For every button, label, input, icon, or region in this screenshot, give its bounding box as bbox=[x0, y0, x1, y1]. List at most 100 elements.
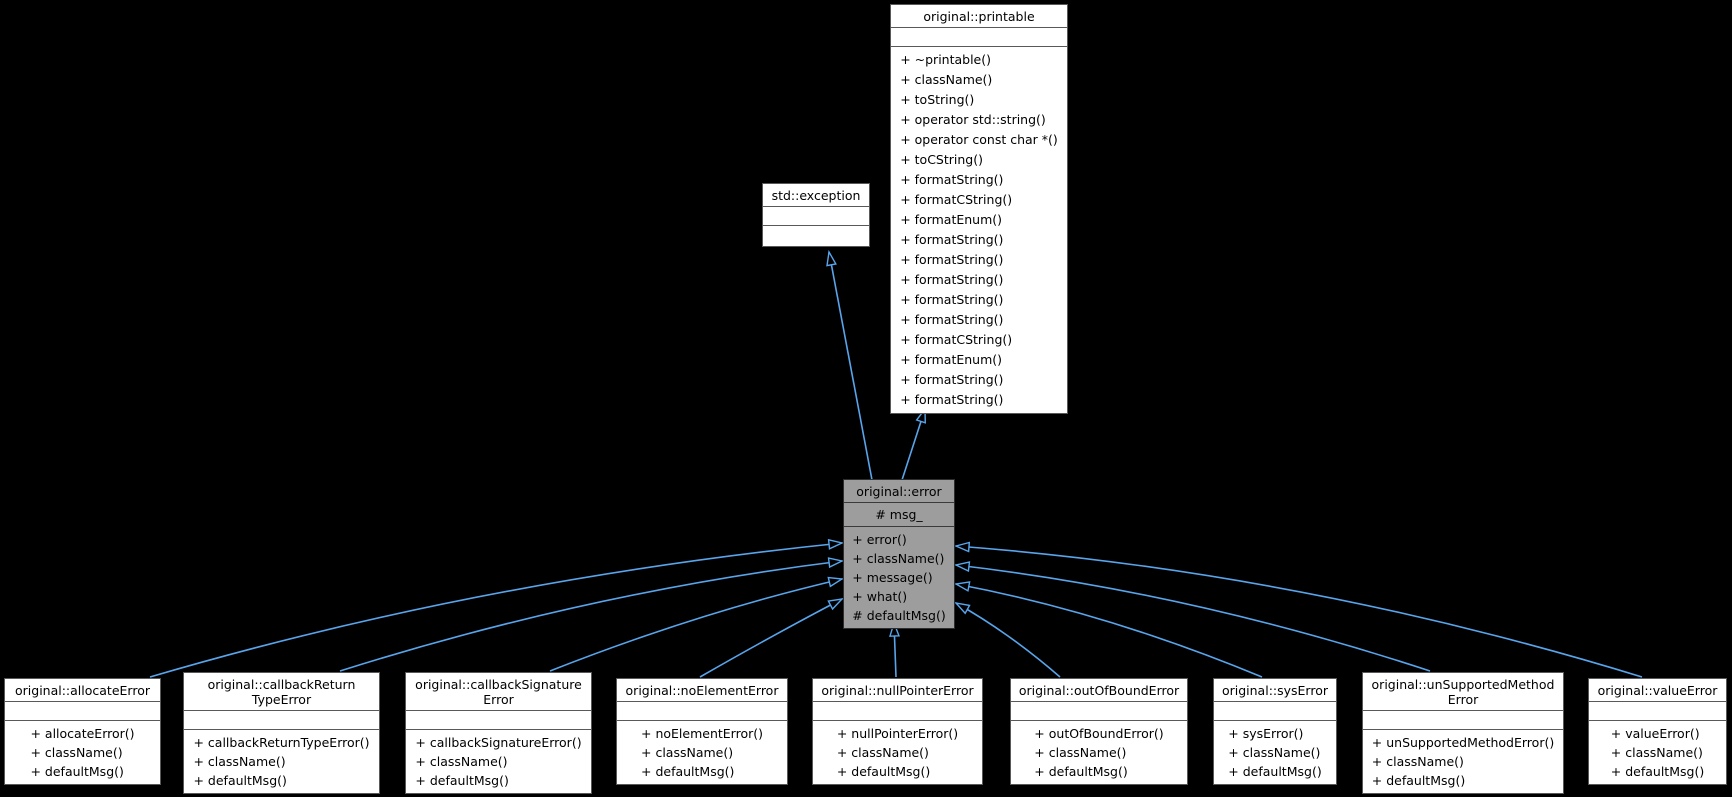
class-title: std::exception bbox=[763, 184, 869, 207]
class-methods: + error() + className() + message() + what(… bbox=[844, 527, 954, 628]
method-row: + defaultMsg() bbox=[1228, 764, 1322, 779]
method-row: + error() bbox=[852, 532, 907, 547]
class-box-out-of-bound-error[interactable]: original::outOfBoundError + outOfBoundEr… bbox=[1010, 678, 1188, 785]
class-attributes-empty bbox=[184, 711, 379, 730]
method-row: + nullPointerError() bbox=[836, 726, 959, 741]
edge-out-of-bound-error-to-error bbox=[954, 601, 1061, 678]
class-attributes-empty bbox=[1589, 702, 1726, 721]
edge-no-element-error-to-error bbox=[699, 598, 844, 678]
class-box-sys-error[interactable]: original::sysError + sysError()+ classNa… bbox=[1213, 678, 1337, 785]
class-title: original::callbackReturn TypeError bbox=[184, 673, 379, 711]
class-box-value-error[interactable]: original::valueError + valueError()+ cla… bbox=[1588, 678, 1727, 785]
class-methods: + nullPointerError()+ className()+ defau… bbox=[813, 721, 982, 784]
edge-sys-error-to-error bbox=[953, 581, 1263, 678]
class-box-callback-return-type-error[interactable]: original::callbackReturn TypeError + cal… bbox=[183, 672, 380, 794]
method-row: + className() bbox=[193, 754, 286, 769]
method-row: + formatString() bbox=[900, 172, 1004, 187]
method-row: + sysError() bbox=[1228, 726, 1304, 741]
class-box-std-exception[interactable]: std::exception bbox=[762, 183, 870, 247]
edge-allocate-error-to-error bbox=[149, 538, 845, 678]
method-row: + formatEnum() bbox=[900, 352, 1003, 367]
class-title: original::callbackSignature Error bbox=[406, 673, 591, 711]
method-row: + unSupportedMethodError() bbox=[1371, 735, 1555, 750]
method-row: + className() bbox=[900, 72, 993, 87]
edge-error-to-printable bbox=[901, 406, 926, 481]
method-row: + formatCString() bbox=[900, 192, 1013, 207]
edge-unsupported-method-error-to-error bbox=[953, 561, 1431, 672]
class-title: original::printable bbox=[891, 5, 1067, 28]
method-row: + toString() bbox=[900, 92, 975, 107]
method-row: + className() bbox=[1610, 745, 1703, 760]
method-row: + valueError() bbox=[1610, 726, 1700, 741]
method-row: + className() bbox=[852, 551, 945, 566]
class-attributes-empty bbox=[813, 702, 982, 721]
method-row: + defaultMsg() bbox=[641, 764, 735, 779]
method-row: + what() bbox=[852, 589, 908, 604]
method-row: + formatString() bbox=[900, 312, 1004, 327]
class-box-printable[interactable]: original::printable + ~printable()+ clas… bbox=[890, 4, 1068, 414]
class-attributes-empty bbox=[617, 702, 787, 721]
method-row: + allocateError() bbox=[30, 726, 135, 741]
method-row: + noElementError() bbox=[641, 726, 763, 741]
method-row: + callbackReturnTypeError() bbox=[193, 735, 370, 750]
edge-callback-return-type-error-to-error bbox=[339, 557, 845, 672]
class-methods: + allocateError()+ className()+ defaultM… bbox=[5, 721, 160, 784]
class-methods: + outOfBoundError() + className() + defaul… bbox=[1011, 721, 1187, 784]
method-row: + defaultMsg() bbox=[1371, 773, 1466, 788]
method-row: + defaultMsg() bbox=[1034, 764, 1128, 779]
method-row: + formatString() bbox=[900, 292, 1004, 307]
method-row: + defaultMsg() bbox=[1610, 764, 1705, 779]
class-box-unsupported-method-error[interactable]: original::unSupportedMethod Error + unSu… bbox=[1362, 672, 1564, 794]
class-attributes-empty bbox=[891, 28, 1067, 47]
class-box-no-element-error[interactable]: original::noElementError + noElementErro… bbox=[616, 678, 788, 785]
class-box-allocate-error[interactable]: original::allocateError + allocateError(… bbox=[4, 678, 161, 785]
class-title: original::unSupportedMethod Error bbox=[1363, 673, 1563, 711]
class-attributes-empty bbox=[1011, 702, 1187, 721]
class-attributes: # msg_ bbox=[844, 503, 954, 527]
method-row: + className() bbox=[1371, 754, 1464, 769]
method-row: + message() bbox=[852, 570, 933, 585]
class-methods-empty bbox=[763, 226, 869, 246]
attribute-row: # msg_ bbox=[875, 507, 923, 522]
method-row: + defaultMsg() bbox=[415, 773, 509, 788]
method-row: + formatString() bbox=[900, 392, 1004, 407]
method-row: + outOfBoundError() bbox=[1034, 726, 1164, 741]
method-row: + className() bbox=[1034, 745, 1127, 760]
method-row: + className() bbox=[836, 745, 929, 760]
method-row: + formatString() bbox=[900, 232, 1004, 247]
method-row: + operator const char *() bbox=[900, 132, 1058, 147]
class-attributes-empty bbox=[1214, 702, 1336, 721]
edge-null-pointer-error-to-error bbox=[889, 620, 900, 678]
class-title: original::sysError bbox=[1214, 679, 1336, 702]
method-row: + defaultMsg() bbox=[193, 773, 287, 788]
method-row: + className() bbox=[415, 754, 508, 769]
class-attributes-empty bbox=[5, 702, 160, 721]
method-row: + formatString() bbox=[900, 372, 1004, 387]
class-title: original::outOfBoundError bbox=[1011, 679, 1187, 702]
method-row: + className() bbox=[1228, 745, 1321, 760]
method-row: + className() bbox=[30, 745, 123, 760]
edge-callback-signature-error-to-error bbox=[549, 576, 845, 672]
class-box-callback-signature-error[interactable]: original::callbackSignature Error + call… bbox=[405, 672, 592, 794]
method-row: + operator std::string() bbox=[900, 112, 1046, 127]
class-title: original::allocateError bbox=[5, 679, 160, 702]
class-methods: + unSupportedMethodError() + className() +… bbox=[1363, 730, 1563, 793]
class-methods: + valueError() + className() + defaultMsg(… bbox=[1589, 721, 1726, 784]
class-methods: + noElementError()+ className()+ default… bbox=[617, 721, 787, 784]
class-methods: + ~printable() + className() + toString() +… bbox=[891, 47, 1067, 413]
method-row: + formatString() bbox=[900, 252, 1004, 267]
class-box-null-pointer-error[interactable]: original::nullPointerError + nullPointer… bbox=[812, 678, 983, 785]
class-box-error[interactable]: original::error # msg_ + error()+ classN… bbox=[843, 479, 955, 629]
class-attributes-empty bbox=[1363, 711, 1563, 730]
edge-value-error-to-error bbox=[953, 541, 1643, 678]
class-title: original::valueError bbox=[1589, 679, 1726, 702]
method-row: + callbackSignatureError() bbox=[415, 735, 582, 750]
method-row: # defaultMsg() bbox=[852, 608, 946, 623]
class-methods: + callbackSignatureError() + className() +… bbox=[406, 730, 591, 793]
method-row: + formatEnum() bbox=[900, 212, 1003, 227]
class-attributes-empty bbox=[406, 711, 591, 730]
class-title: original::noElementError bbox=[617, 679, 787, 702]
method-row: + ~printable() bbox=[900, 52, 992, 67]
